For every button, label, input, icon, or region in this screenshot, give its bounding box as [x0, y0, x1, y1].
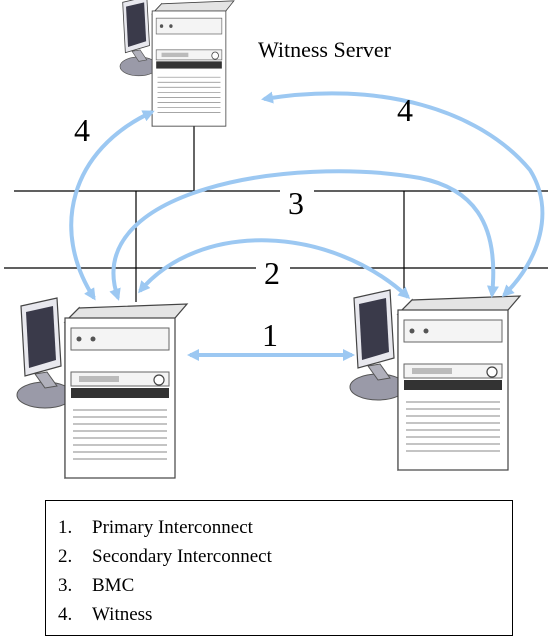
- legend-label: Secondary Interconnect: [92, 546, 272, 567]
- right-server: [349, 289, 521, 471]
- arrow-witness-left: [69, 110, 155, 301]
- link-number-witness-left: 4: [74, 112, 90, 148]
- legend-label: Primary Interconnect: [92, 517, 253, 538]
- legend-item-secondary: 2. Secondary Interconnect: [58, 542, 512, 571]
- link-number-witness-right: 4: [397, 92, 413, 128]
- legend-item-primary: 1. Primary Interconnect: [58, 513, 512, 542]
- legend-box: 1. Primary Interconnect 2. Secondary Int…: [45, 500, 513, 636]
- legend-item-bmc: 3. BMC: [58, 571, 512, 600]
- link-number-bmc: 3: [288, 185, 304, 221]
- left-server: [16, 297, 188, 479]
- legend-number: 3.: [58, 575, 73, 596]
- link-number-primary: 1: [262, 317, 278, 353]
- link-number-secondary: 2: [264, 255, 280, 291]
- witness-server: [119, 0, 235, 127]
- legend-number: 2.: [58, 546, 73, 567]
- legend-label: BMC: [92, 575, 135, 596]
- legend-item-witness: 4. Witness: [58, 600, 512, 629]
- witness-server-label: Witness Server: [258, 37, 392, 62]
- legend-list: 1. Primary Interconnect 2. Secondary Int…: [46, 501, 512, 629]
- arrow-witness-right: [261, 91, 545, 298]
- legend-number: 4.: [58, 604, 73, 625]
- legend-number: 1.: [58, 517, 73, 538]
- legend-label: Witness: [92, 604, 153, 625]
